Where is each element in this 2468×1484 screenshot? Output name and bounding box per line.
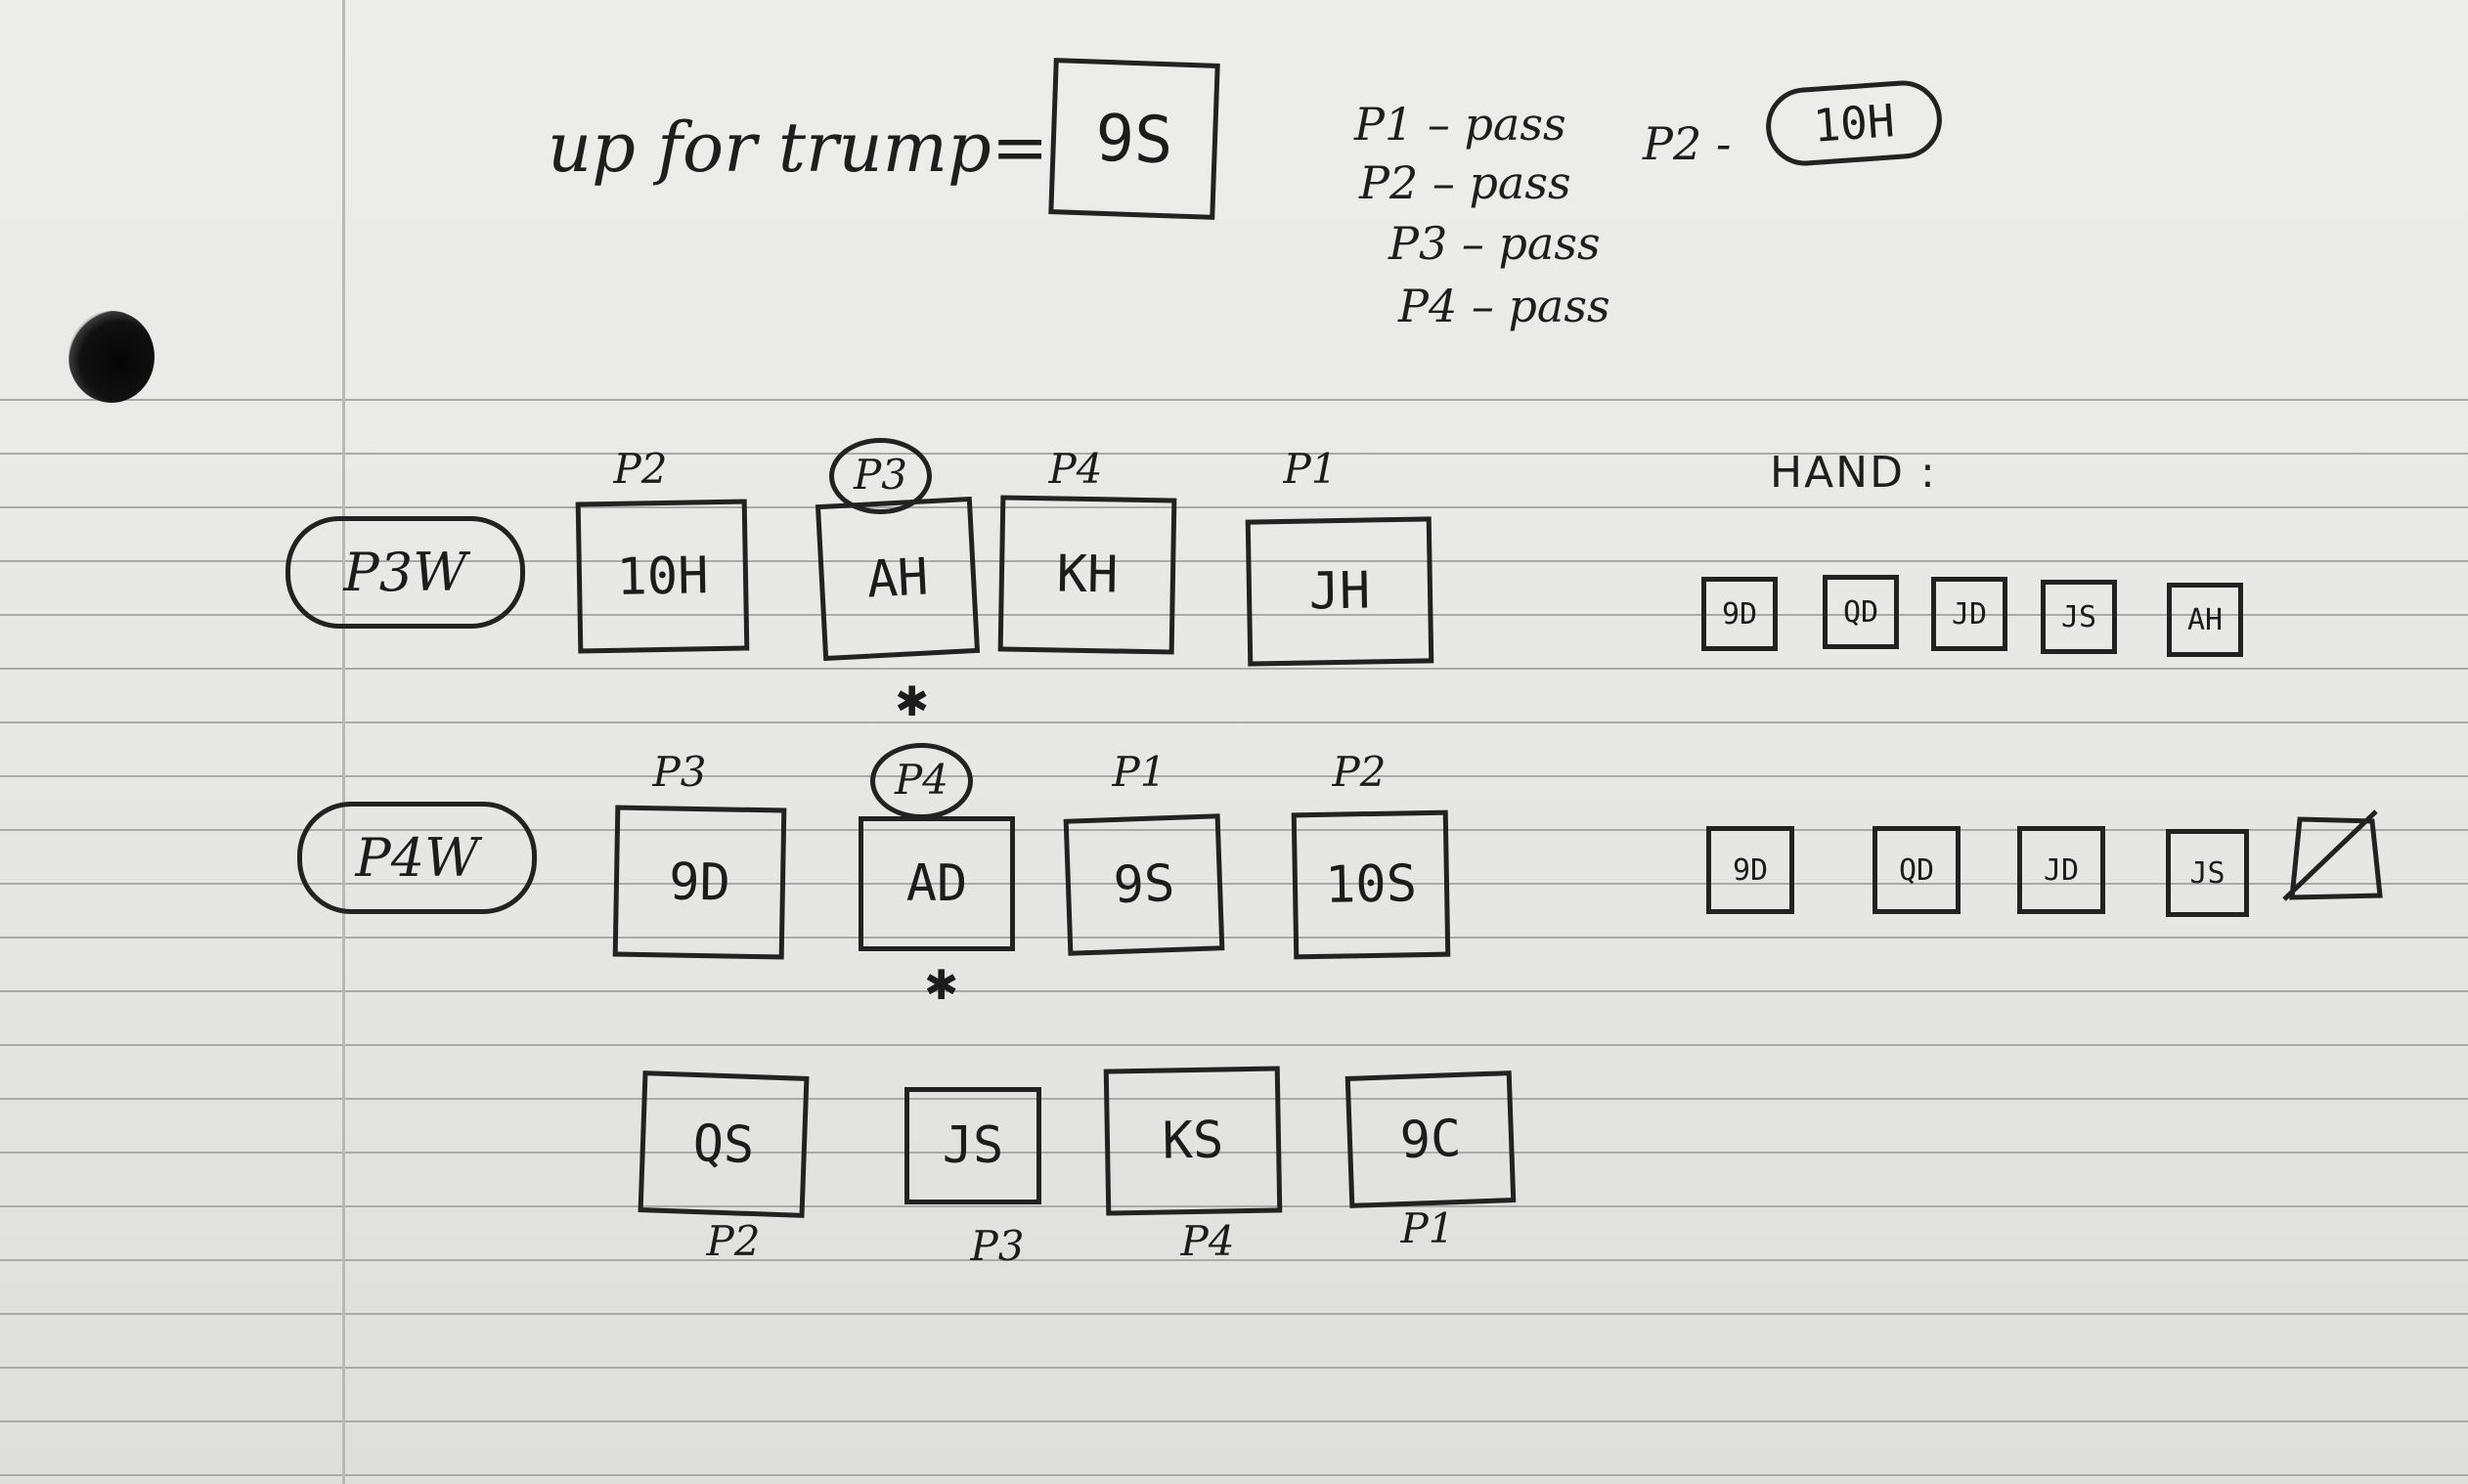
second-round-player: P2 - bbox=[1643, 117, 1732, 170]
trick1-label-p3: P3 bbox=[829, 438, 932, 514]
trick2-winner-cloud: P4W bbox=[297, 802, 537, 914]
trick3-card-qs: QS bbox=[638, 1070, 810, 1218]
trick2-card-10s: 10S bbox=[1291, 809, 1451, 960]
trick3-card-9c: 9C bbox=[1344, 1070, 1517, 1208]
trick1-label-p4: P4 bbox=[1048, 445, 1103, 493]
trick3-label-p2: P2 bbox=[706, 1217, 761, 1265]
trick2-card-9s: 9S bbox=[1063, 813, 1225, 956]
trick2-label-p3: P3 bbox=[652, 748, 707, 796]
bid-line-p3: P3 – pass bbox=[1388, 217, 1601, 270]
trick3-label-p1: P1 bbox=[1400, 1204, 1455, 1252]
trump-title: up for trump= bbox=[548, 108, 1049, 188]
hand1-card-js: JS bbox=[2041, 580, 2117, 654]
trick1-card-10h: 10H bbox=[575, 499, 750, 654]
hand1-card-jd: JD bbox=[1931, 577, 2007, 651]
trick2-label-p1: P1 bbox=[1112, 748, 1167, 796]
trick2-card-9d: 9D bbox=[612, 805, 787, 960]
crossed-out-card-icon bbox=[2282, 809, 2383, 901]
trump-card: 9S bbox=[1048, 58, 1220, 220]
hand1-card-ah: AH bbox=[2167, 583, 2243, 657]
hand2-card-9d: 9D bbox=[1706, 826, 1794, 914]
trick2-star-icon: ✱ bbox=[924, 961, 959, 1009]
trick3-label-p4: P4 bbox=[1180, 1217, 1235, 1265]
bid-line-p4: P4 – pass bbox=[1398, 280, 1610, 332]
trick1-winner-cloud: P3W bbox=[286, 516, 525, 629]
trick2-label-p4: P4 bbox=[870, 743, 973, 819]
trick3-card-ks: KS bbox=[1103, 1066, 1283, 1216]
trick2-card-ad: AD bbox=[859, 816, 1015, 951]
hand2-card-qd: QD bbox=[1873, 826, 1961, 914]
bid-line-p2: P2 – pass bbox=[1359, 156, 1571, 209]
hand1-card-9d: 9D bbox=[1701, 577, 1778, 651]
trick1-label-p1: P1 bbox=[1283, 445, 1338, 493]
second-round-call: 10H bbox=[1763, 77, 1945, 169]
punch-hole bbox=[68, 311, 154, 403]
margin-line bbox=[342, 0, 345, 1484]
trick1-card-jh: JH bbox=[1245, 516, 1434, 667]
trick1-star-icon: ✱ bbox=[895, 677, 930, 725]
hand2-card-jd: JD bbox=[2017, 826, 2105, 914]
trick3-label-p3: P3 bbox=[970, 1222, 1025, 1270]
trick1-label-p2: P2 bbox=[613, 445, 668, 493]
hand2-card-js: JS bbox=[2166, 829, 2249, 917]
bid-line-p1: P1 – pass bbox=[1354, 98, 1566, 151]
hand1-card-qd: QD bbox=[1823, 575, 1899, 649]
trick2-label-p2: P2 bbox=[1332, 748, 1387, 796]
trick3-card-js: JS bbox=[904, 1087, 1041, 1204]
trick1-card-ah: AH bbox=[815, 496, 981, 662]
hand-label: HAND : bbox=[1770, 448, 1937, 498]
trick1-card-kh: KH bbox=[997, 495, 1177, 655]
